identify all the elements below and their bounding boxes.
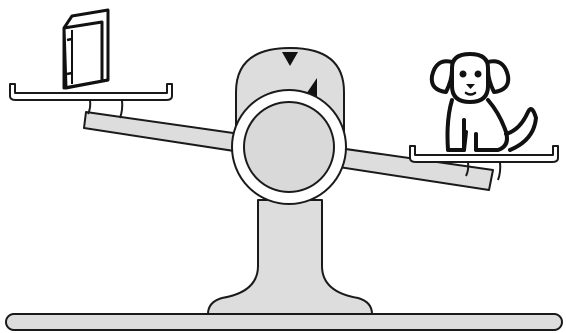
pedestal xyxy=(207,199,373,315)
right-pan xyxy=(409,145,559,163)
dog-face xyxy=(459,70,482,96)
left-pan-bracket xyxy=(87,99,124,119)
left-pan xyxy=(9,83,173,101)
indicator-mark xyxy=(282,52,298,66)
pivot-hub-inner xyxy=(243,101,335,193)
book-icon xyxy=(62,8,110,90)
base-plate xyxy=(5,313,563,331)
dog-icon xyxy=(429,52,538,152)
right-pan-bracket xyxy=(465,161,502,181)
